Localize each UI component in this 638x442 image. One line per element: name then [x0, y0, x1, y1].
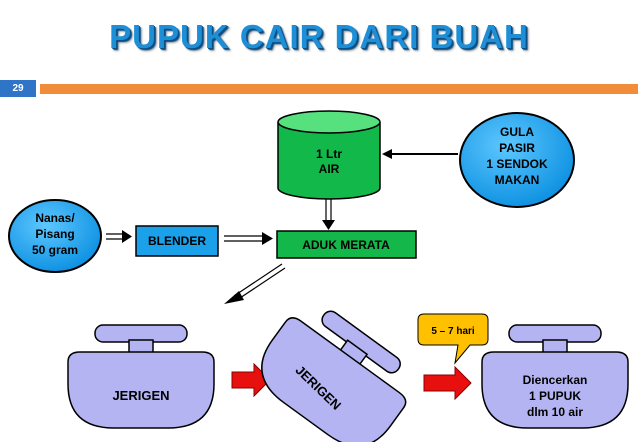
- arrow-mix-to-jerigen: [224, 263, 286, 304]
- fruit-label-line1: Nanas/: [35, 211, 75, 225]
- mix-box: [276, 230, 417, 259]
- fruit-oval: [8, 199, 102, 273]
- fruit-label-line2: Pisang: [35, 227, 74, 241]
- sugar-label-line1: GULA: [500, 125, 534, 139]
- arrow-water-to-mix: [322, 199, 335, 230]
- sugar-label-line2: PASIR: [499, 141, 535, 155]
- water-cylinder: [277, 110, 381, 200]
- slide-title: PUPUK CAIR DARI BUAH: [109, 18, 529, 55]
- red-arrow-2: [423, 365, 472, 401]
- sugar-oval: [459, 112, 575, 208]
- header-rule: [40, 84, 638, 94]
- jerigen-label-1: JERIGEN: [112, 388, 169, 403]
- arrow-blender-to-mix: [224, 232, 273, 245]
- jerigen-container-2: [261, 310, 407, 442]
- mix-label: ADUK MERATA: [302, 238, 390, 252]
- sugar-label-line3: 1 SENDOK: [486, 157, 548, 171]
- result-label-line1: Diencerkan: [523, 373, 588, 387]
- water-label-line1: 1 Ltr: [316, 147, 342, 161]
- slide-number: 29: [12, 83, 24, 94]
- time-callout-label: 5 – 7 hari: [431, 326, 475, 337]
- slide-number-bar: [0, 80, 36, 97]
- result-label-line2: 1 PUPUK: [529, 389, 581, 403]
- water-label-line2: AIR: [319, 162, 340, 176]
- result-label-line3: dlm 10 air: [527, 405, 583, 419]
- blender-label: BLENDER: [148, 234, 206, 248]
- jerigen-container-3: [481, 324, 629, 429]
- time-callout: [417, 313, 489, 365]
- red-arrow-1: [231, 362, 271, 398]
- sugar-label-line4: MAKAN: [495, 173, 540, 187]
- fruit-label-line3: 50 gram: [32, 243, 78, 257]
- blender-box: [135, 225, 219, 257]
- arrow-fruit-to-blender: [106, 230, 132, 243]
- jerigen-container-1: [67, 324, 215, 429]
